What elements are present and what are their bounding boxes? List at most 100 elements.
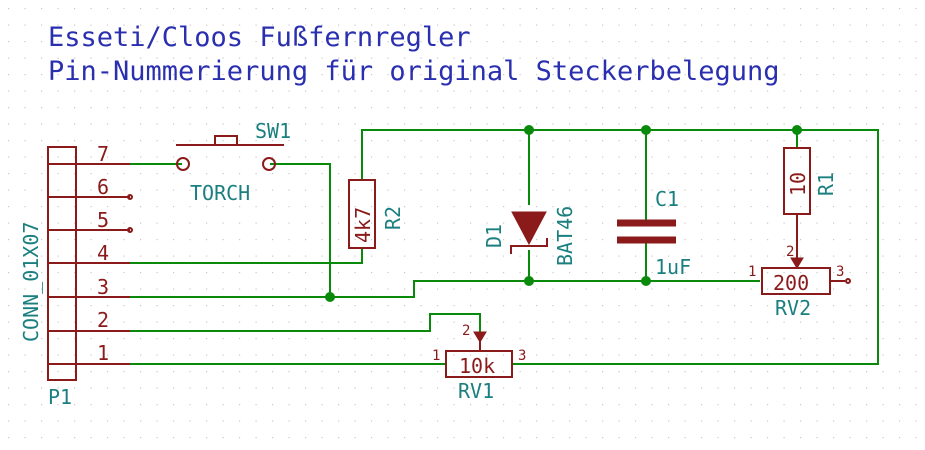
grid-dot <box>453 387 455 389</box>
grid-dot <box>57 107 59 109</box>
grid-dot <box>800 288 802 290</box>
grid-dot <box>800 255 802 257</box>
diode-cathode-bar <box>510 238 548 254</box>
rv2-ref: RV2 <box>775 296 811 320</box>
grid-dot <box>635 57 637 59</box>
grid-dot <box>272 371 274 373</box>
grid-dot <box>222 387 224 389</box>
grid-dot <box>816 41 818 43</box>
grid-dot <box>453 420 455 422</box>
grid-dot <box>140 222 142 224</box>
grid-dot <box>585 272 587 274</box>
grid-dot <box>206 8 208 10</box>
grid-dot <box>8 57 10 59</box>
grid-dot <box>552 222 554 224</box>
grid-dot <box>222 305 224 307</box>
grid-dot <box>156 404 158 406</box>
grid-dot <box>668 371 670 373</box>
grid-dot <box>321 354 323 356</box>
grid-dot <box>222 90 224 92</box>
grid-dot <box>717 354 719 356</box>
grid-dot <box>173 206 175 208</box>
grid-dot <box>866 107 868 109</box>
grid-dot <box>503 404 505 406</box>
grid-dot <box>206 41 208 43</box>
rv1-value: 10k <box>459 354 495 378</box>
grid-dot <box>387 321 389 323</box>
grid-dot <box>222 206 224 208</box>
grid-dot <box>305 305 307 307</box>
rv2-pin3-label: 3 <box>836 264 844 280</box>
grid-dot <box>8 288 10 290</box>
grid-dot <box>717 222 719 224</box>
grid-dot <box>783 107 785 109</box>
grid-dot <box>272 420 274 422</box>
grid-dot <box>569 24 571 26</box>
grid-dot <box>585 24 587 26</box>
grid-dot <box>90 173 92 175</box>
grid-dot <box>585 90 587 92</box>
grid-dot <box>717 123 719 125</box>
grid-dot <box>387 387 389 389</box>
grid-dot <box>800 387 802 389</box>
grid-dot <box>585 107 587 109</box>
grid-dot <box>536 387 538 389</box>
grid-dot <box>140 239 142 241</box>
grid-dot <box>305 288 307 290</box>
grid-dot <box>816 74 818 76</box>
grid-dot <box>668 321 670 323</box>
grid-dot <box>453 222 455 224</box>
grid-dot <box>668 404 670 406</box>
grid-dot <box>354 140 356 142</box>
grid-dot <box>882 107 884 109</box>
grid-dot <box>255 404 257 406</box>
grid-dot <box>288 189 290 191</box>
grid-dot <box>882 354 884 356</box>
grid-dot <box>503 24 505 26</box>
grid-dot <box>486 305 488 307</box>
grid-dot <box>552 189 554 191</box>
grid-dot <box>239 437 241 439</box>
grid-dot <box>437 437 439 439</box>
grid-dot <box>767 338 769 340</box>
grid-dot <box>734 371 736 373</box>
grid-dot <box>173 24 175 26</box>
grid-dot <box>338 387 340 389</box>
grid-dot <box>767 8 769 10</box>
grid-dot <box>800 140 802 142</box>
grid-dot <box>123 272 125 274</box>
grid-dot <box>503 206 505 208</box>
grid-dot <box>651 420 653 422</box>
grid-dot <box>41 305 43 307</box>
grid-dot <box>453 156 455 158</box>
grid-dot <box>354 90 356 92</box>
grid-dot <box>767 123 769 125</box>
grid-dot <box>701 371 703 373</box>
grid-dot <box>800 239 802 241</box>
grid-dot <box>206 107 208 109</box>
rv1-pin2-label: 2 <box>462 323 470 339</box>
grid-dot <box>90 140 92 142</box>
grid-dot <box>57 420 59 422</box>
grid-dot <box>833 206 835 208</box>
grid-dot <box>123 371 125 373</box>
grid-dot <box>206 420 208 422</box>
grid-dot <box>684 255 686 257</box>
grid-dot <box>882 156 884 158</box>
grid-dot <box>404 8 406 10</box>
grid-dot <box>734 288 736 290</box>
grid-dot <box>255 371 257 373</box>
grid-dot <box>404 41 406 43</box>
grid-dot <box>569 354 571 356</box>
grid-dot <box>585 206 587 208</box>
grid-dot <box>305 255 307 257</box>
grid-dot <box>8 90 10 92</box>
grid-dot <box>767 420 769 422</box>
grid-dot <box>338 222 340 224</box>
rv1-ref: RV1 <box>458 379 494 403</box>
grid-dot <box>74 156 76 158</box>
grid-dot <box>222 189 224 191</box>
grid-dot <box>239 189 241 191</box>
grid-dot <box>156 305 158 307</box>
grid-dot <box>585 305 587 307</box>
